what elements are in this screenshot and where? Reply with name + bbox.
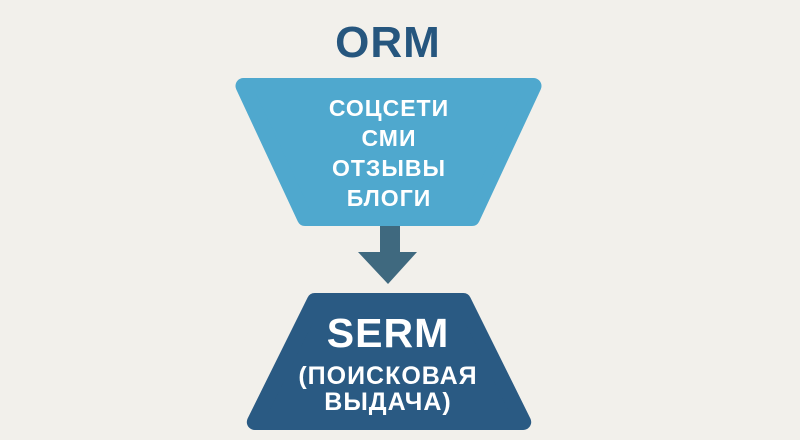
funnel-label-blogi: БЛОГИ <box>346 185 432 211</box>
serm-subtitle-line-2: ВЫДАЧА) <box>324 388 452 416</box>
down-arrow-icon <box>358 215 417 284</box>
serm-subtitle: (ПОИСКОВАЯ ВЫДАЧА) <box>298 363 477 415</box>
funnel-shape <box>235 78 542 226</box>
diagram-title: ORM <box>335 18 441 67</box>
serm-shape <box>246 293 532 430</box>
funnel-label-otzyvy: ОТЗЫВЫ <box>331 155 446 181</box>
funnel-label-list: СОЦСЕТИ СМИ ОТЗЫВЫ БЛОГИ <box>329 93 449 213</box>
funnel-label-smi: СМИ <box>361 125 417 151</box>
funnel-label-socseti: СОЦСЕТИ <box>328 95 450 121</box>
serm-title: SERM <box>326 310 450 356</box>
serm-subtitle-line-1: (ПОИСКОВАЯ <box>298 362 478 390</box>
